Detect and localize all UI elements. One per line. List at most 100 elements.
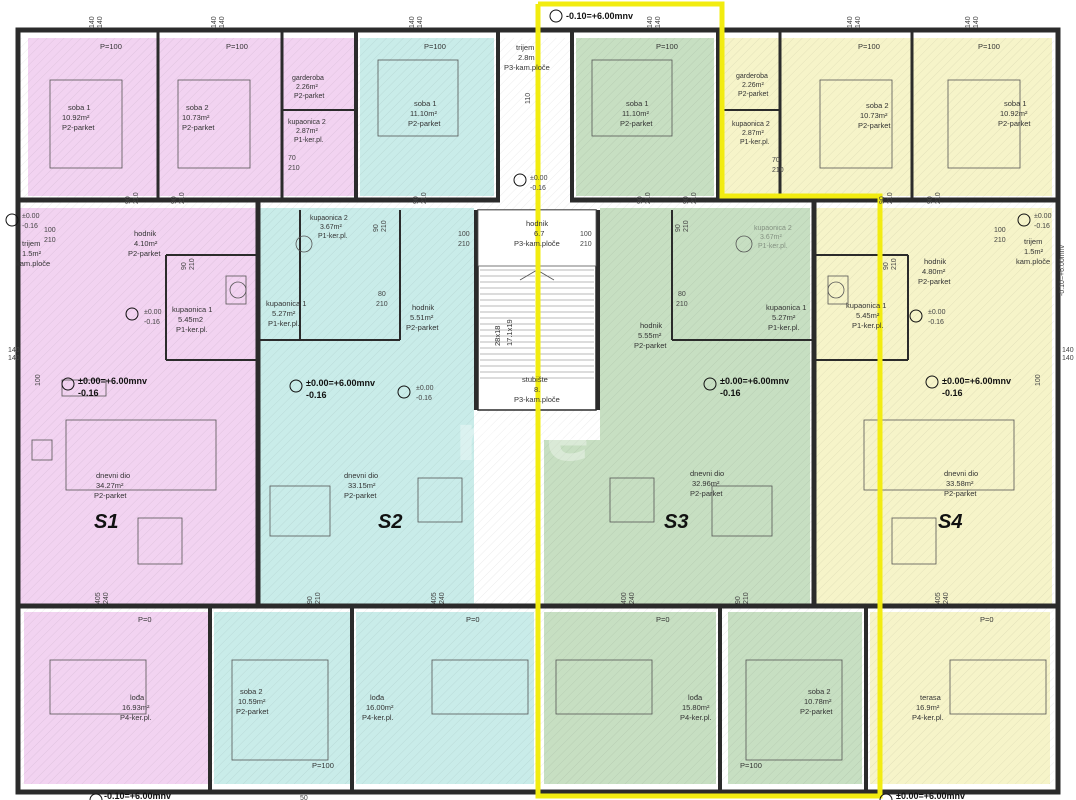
svg-text:32.96m²: 32.96m² — [692, 479, 720, 488]
svg-text:hodnik: hodnik — [412, 303, 434, 312]
svg-text:lođa: lođa — [130, 693, 145, 702]
svg-text:P=0: P=0 — [466, 615, 480, 624]
svg-text:P2-parket: P2-parket — [344, 491, 377, 500]
svg-text:P2-parket: P2-parket — [800, 707, 833, 716]
svg-text:soba 2: soba 2 — [808, 687, 831, 696]
svg-text:405: 405 — [431, 592, 438, 604]
svg-text:P=100: P=100 — [740, 761, 762, 770]
svg-text:soba 2: soba 2 — [240, 687, 263, 696]
svg-text:±0.00=+6.00mnv: ±0.00=+6.00mnv — [78, 376, 147, 386]
svg-text:P=0: P=0 — [980, 615, 994, 624]
svg-text:P2-parket: P2-parket — [94, 491, 127, 500]
svg-text:240: 240 — [439, 592, 446, 604]
svg-text:terasa: terasa — [920, 693, 942, 702]
svg-text:90: 90 — [125, 196, 132, 204]
level-marker-s1: ±0.00=+6.00mnv -0.16 — [61, 376, 147, 398]
svg-text:P2-parket: P2-parket — [944, 489, 977, 498]
svg-text:10.92m²: 10.92m² — [62, 113, 90, 122]
svg-text:140: 140 — [647, 16, 654, 28]
svg-text:10.59m²: 10.59m² — [238, 697, 266, 706]
svg-text:±0.00=+6.00mnv: ±0.00=+6.00mnv — [720, 376, 789, 386]
svg-text:70: 70 — [288, 155, 296, 162]
svg-text:90: 90 — [683, 196, 690, 204]
svg-text:405: 405 — [935, 592, 942, 604]
svg-text:2.26m²: 2.26m² — [296, 84, 318, 91]
svg-text:±0.00: ±0.00 — [144, 309, 162, 316]
svg-text:±0.00: ±0.00 — [1034, 213, 1052, 220]
svg-text:140: 140 — [219, 16, 226, 28]
svg-text:2.8m: 2.8m — [518, 53, 535, 62]
svg-text:-0.16: -0.16 — [306, 390, 327, 400]
svg-text:P=100: P=100 — [424, 42, 446, 51]
svg-text:±0.00=+6.00mnv: ±0.00=+6.00mnv — [942, 376, 1011, 386]
svg-text:dnevni dio: dnevni dio — [944, 469, 978, 478]
level-marker-small-s2: ±0.00-0.16 — [397, 385, 434, 402]
svg-text:70: 70 — [772, 157, 780, 164]
svg-text:10.78m²: 10.78m² — [804, 697, 832, 706]
svg-text:210: 210 — [189, 258, 196, 270]
level-marker-s3: ±0.00=+6.00mnv-0.16 — [703, 376, 789, 398]
svg-text:2.26m²: 2.26m² — [742, 82, 764, 89]
svg-text:6.7: 6.7 — [534, 229, 544, 238]
svg-text:90: 90 — [927, 196, 934, 204]
svg-text:90: 90 — [413, 196, 420, 204]
svg-text:P1-ker.pl.: P1-ker.pl. — [176, 325, 208, 334]
svg-text:5.45m²: 5.45m² — [856, 311, 880, 320]
svg-text:P4-ker.pl.: P4-ker.pl. — [912, 713, 944, 722]
svg-text:4.80m²: 4.80m² — [922, 267, 946, 276]
level-markers: ±0.00=+6.00mnv-0.16 ±0.00=+6.00mnv-0.16 … — [5, 9, 1066, 800]
svg-text:trijem: trijem — [1024, 237, 1042, 246]
svg-text:-0.16: -0.16 — [78, 388, 99, 398]
svg-text:±0.00=+6.00mnv: ±0.00=+6.00mnv — [896, 791, 965, 800]
svg-text:P3-kam.ploče: P3-kam.ploče — [504, 63, 550, 72]
svg-text:210: 210 — [376, 301, 388, 308]
parapet-labels: P=100 P=100 P=100 P=100 P=100 P=100 P=0 … — [100, 42, 1000, 770]
svg-text:240: 240 — [629, 592, 636, 604]
svg-text:210: 210 — [645, 192, 652, 204]
svg-text:P=100: P=100 — [312, 761, 334, 770]
svg-text:dnevni dio: dnevni dio — [96, 471, 130, 480]
svg-text:140: 140 — [965, 16, 972, 28]
svg-text:210: 210 — [580, 241, 592, 248]
level-marker-bottom-right: ±0.00=+6.00mnv — [879, 791, 965, 800]
svg-text:P=0: P=0 — [138, 615, 152, 624]
svg-text:garderoba: garderoba — [736, 73, 768, 80]
svg-text:P=100: P=100 — [226, 42, 248, 51]
svg-text:P1-ker.pl.: P1-ker.pl. — [294, 137, 324, 144]
svg-text:33.58m²: 33.58m² — [946, 479, 974, 488]
svg-text:90: 90 — [879, 196, 886, 204]
svg-text:90: 90 — [181, 262, 188, 270]
svg-text:±0.00: ±0.00 — [928, 309, 946, 316]
svg-text:P2-parket: P2-parket — [738, 91, 768, 98]
svg-text:5.55m²: 5.55m² — [638, 331, 662, 340]
svg-text:P2-parket: P2-parket — [634, 341, 667, 350]
svg-text:3.67m²: 3.67m² — [760, 234, 782, 241]
svg-text:P1-ker.pl.: P1-ker.pl. — [768, 323, 800, 332]
svg-text:405: 405 — [95, 592, 102, 604]
svg-text:140: 140 — [409, 16, 416, 28]
svg-text:210: 210 — [994, 237, 1006, 244]
svg-text:210: 210 — [772, 167, 784, 174]
svg-text:210: 210 — [743, 592, 750, 604]
svg-text:210: 210 — [935, 192, 942, 204]
svg-text:±0.00: ±0.00 — [530, 175, 548, 182]
svg-text:soba 1: soba 1 — [414, 99, 437, 108]
level-marker-small-s4: ±0.00 -0.16 — [909, 309, 946, 326]
svg-text:-0.16: -0.16 — [1034, 223, 1050, 230]
svg-text:P=100: P=100 — [978, 42, 1000, 51]
svg-text:100: 100 — [458, 231, 470, 238]
svg-text:90: 90 — [373, 224, 380, 232]
level-marker-small-right: ±0.00 -0.16 — [1017, 213, 1052, 230]
svg-text:-0.16: -0.16 — [928, 319, 944, 326]
